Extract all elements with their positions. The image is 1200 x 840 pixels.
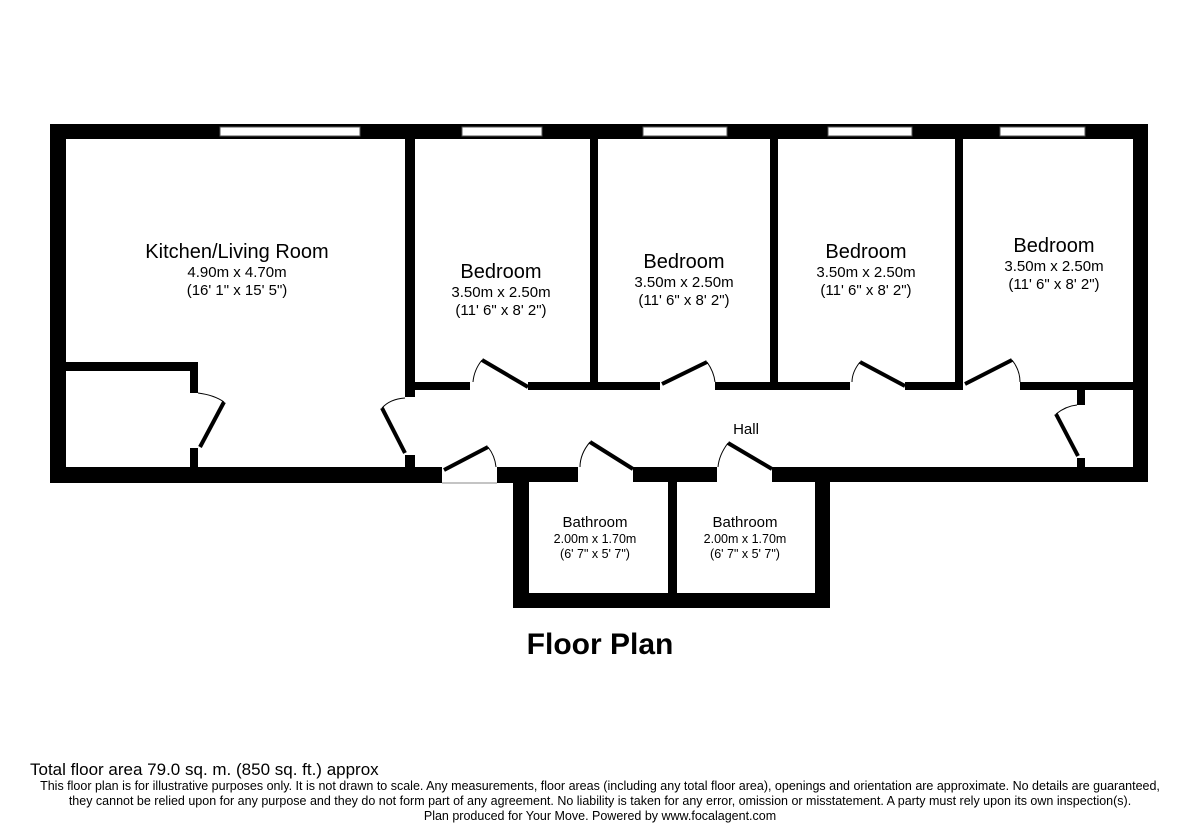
room-name: Bedroom (643, 251, 725, 273)
total-floor-area: Total floor area 79.0 sq. m. (850 sq. ft… (30, 760, 379, 779)
room-metric: 2.00m x 1.70m (553, 532, 637, 546)
room-name: Bathroom (562, 514, 628, 531)
windows (219, 126, 1086, 137)
disclaimer-line: This floor plan is for illustrative purp… (40, 779, 1160, 793)
room-bedroom-4: Bedroom 3.50m x 2.50m (11' 6" x 8' 2") (1004, 234, 1103, 294)
room-imperial: (6' 7" x 5' 7") (560, 547, 630, 561)
room-bedroom-1: Bedroom 3.50m x 2.50m (11' 6" x 8' 2") (451, 260, 550, 320)
room-imperial: (11' 6" x 8' 2") (638, 292, 730, 309)
room-metric: 3.50m x 2.50m (816, 264, 916, 281)
room-imperial: (11' 6" x 8' 2") (1008, 276, 1100, 293)
room-kitchen-living: Kitchen/Living Room 4.90m x 4.70m (16' 1… (145, 240, 328, 300)
room-metric: 3.50m x 2.50m (634, 274, 734, 291)
room-imperial: (11' 6" x 8' 2") (455, 302, 547, 319)
room-imperial: (16' 1" x 15' 5") (186, 282, 288, 299)
room-imperial: (6' 7" x 5' 7") (710, 547, 780, 561)
room-name: Kitchen/Living Room (145, 241, 329, 263)
room-bedroom-3: Bedroom 3.50m x 2.50m (11' 6" x 8' 2") (816, 240, 915, 300)
room-bathroom-2: Bathroom 2.00m x 1.70m (6' 7" x 5' 7") (704, 514, 787, 562)
room-metric: 2.00m x 1.70m (703, 532, 787, 546)
room-bedroom-2: Bedroom 3.50m x 2.50m (11' 6" x 8' 2") (634, 250, 733, 310)
disclaimer-line: they cannot be relied upon for any purpo… (68, 794, 1132, 808)
room-name: Bedroom (825, 241, 907, 263)
room-metric: 3.50m x 2.50m (1004, 258, 1104, 275)
room-name: Bedroom (1013, 235, 1095, 257)
credit-line: Plan produced for Your Move. Powered by … (423, 809, 777, 823)
plan-title: Floor Plan (526, 628, 674, 661)
hall-label: Hall (733, 421, 759, 438)
room-name: Bathroom (712, 514, 778, 531)
room-bathroom-1: Bathroom 2.00m x 1.70m (6' 7" x 5' 7") (554, 514, 637, 562)
room-metric: 3.50m x 2.50m (451, 284, 551, 301)
room-name: Bedroom (460, 261, 542, 283)
room-metric: 4.90m x 4.70m (187, 264, 287, 281)
doors[interactable] (197, 358, 1080, 472)
room-imperial: (11' 6" x 8' 2") (820, 282, 912, 299)
